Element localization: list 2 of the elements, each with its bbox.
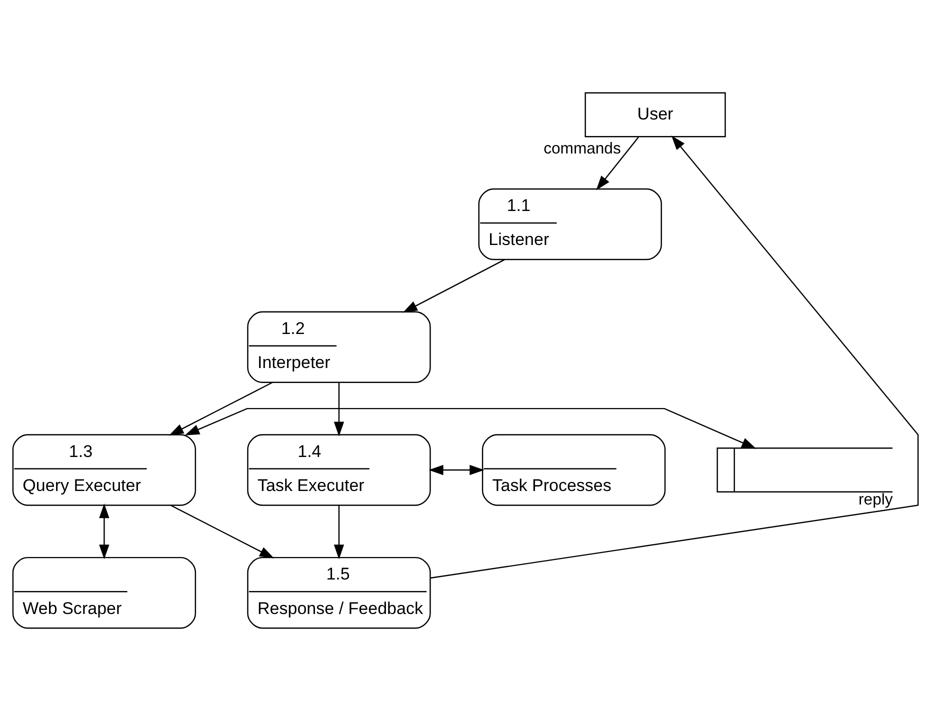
edge-label: reply	[858, 491, 893, 508]
edge-label: commands	[544, 140, 621, 158]
